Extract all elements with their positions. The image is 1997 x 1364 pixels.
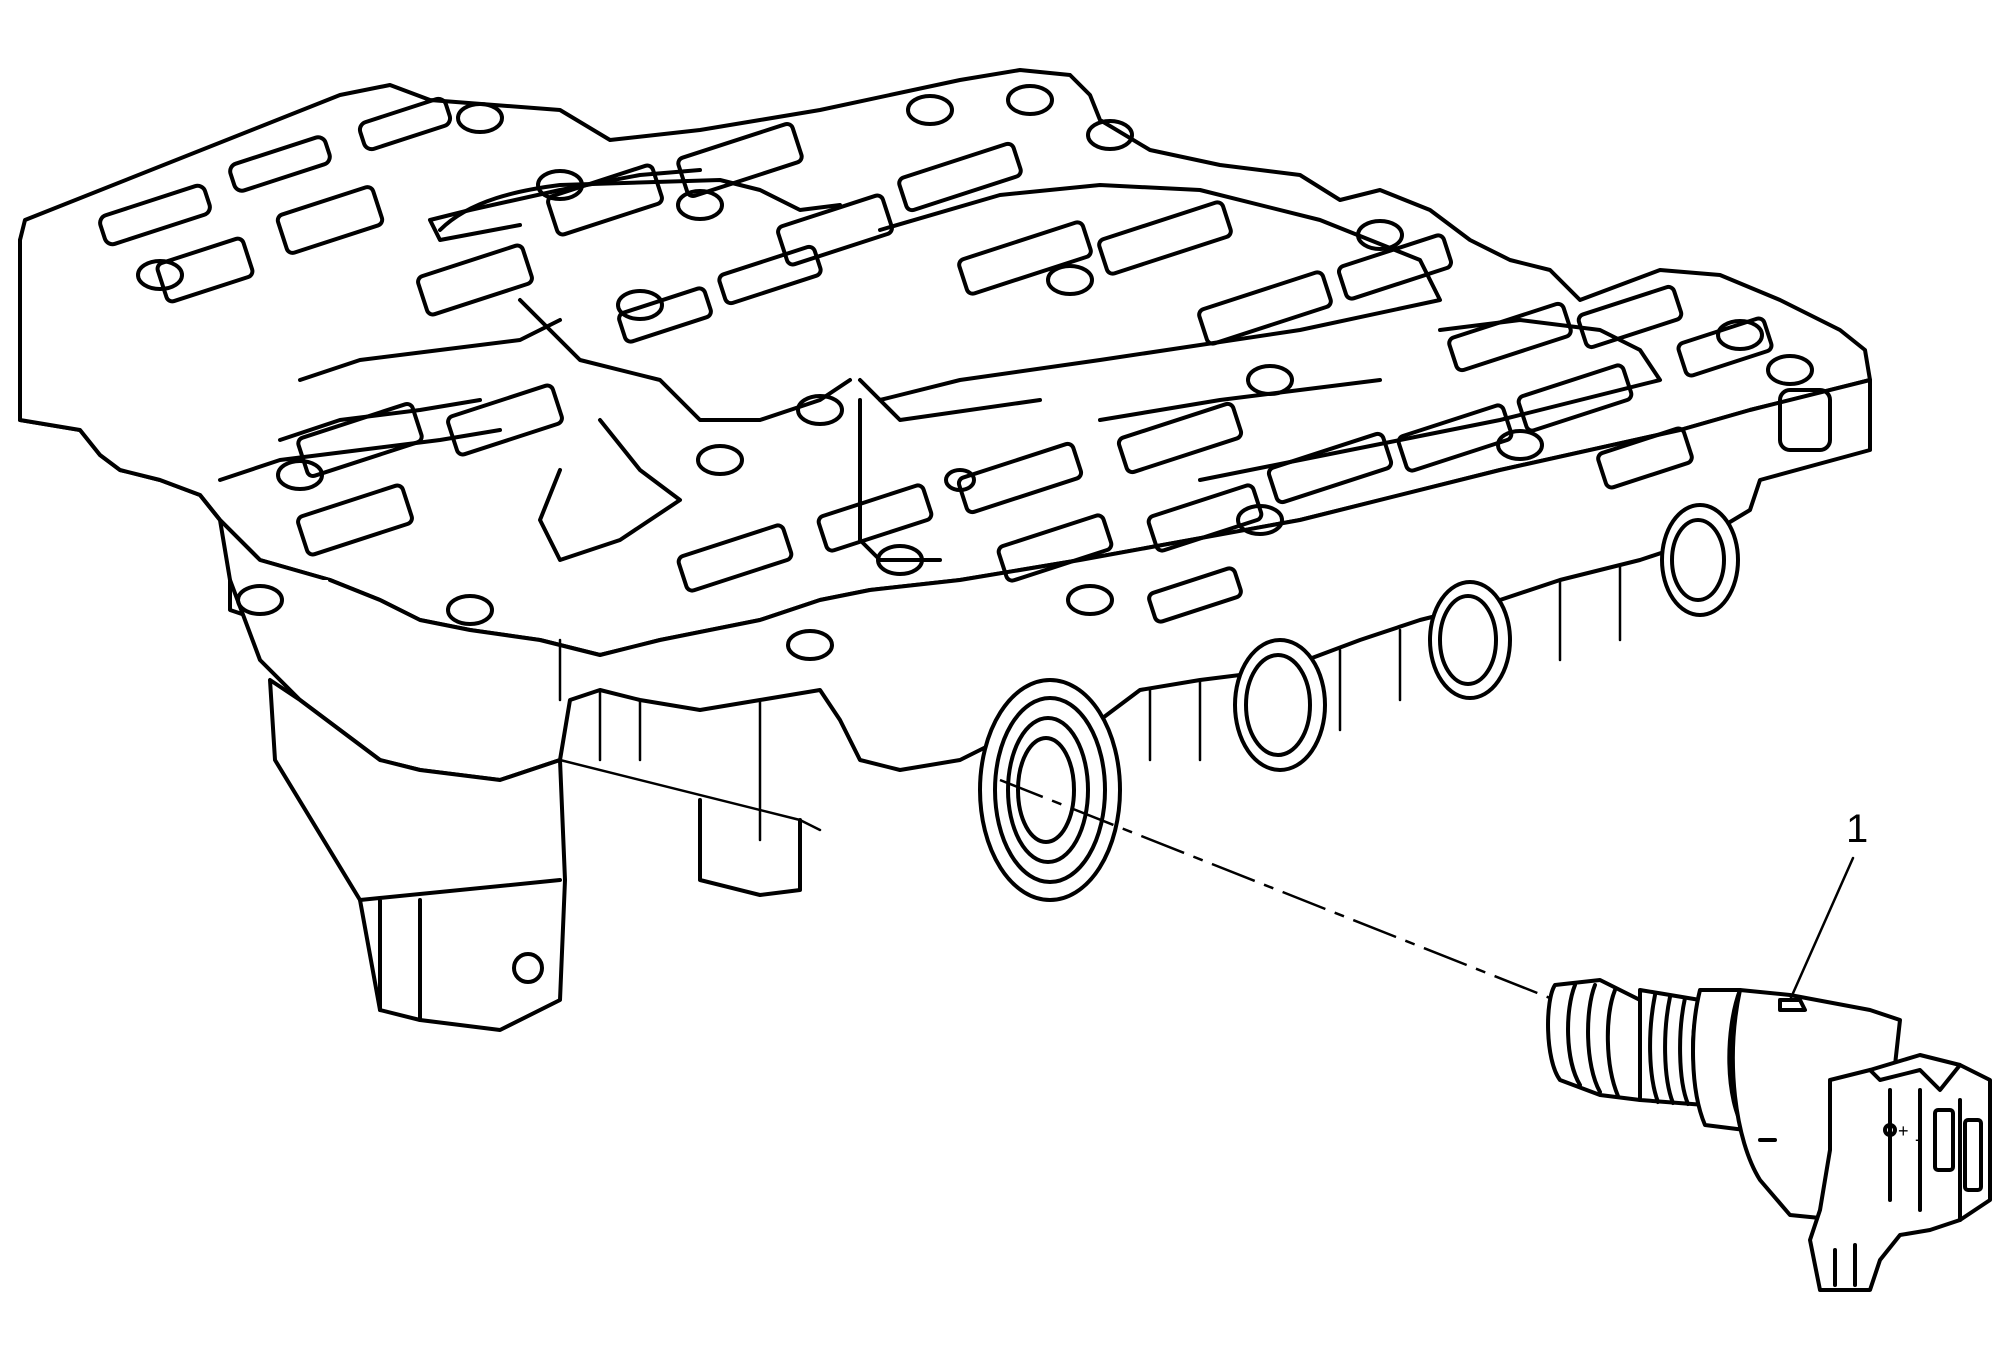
shift-solenoid: + -	[1546, 978, 1992, 1292]
valve-body-channels	[218, 168, 1662, 562]
connector-minus-mark: -	[1915, 1129, 1921, 1149]
bracket-ribs	[358, 878, 562, 1022]
connector-terminal-dot	[1883, 1123, 1897, 1137]
side-bore-1	[1233, 638, 1327, 772]
side-bore-2	[1428, 580, 1512, 700]
side-bore-3	[1660, 503, 1740, 617]
lower-tab	[698, 798, 802, 897]
callout-1: 1	[1788, 807, 1868, 1002]
valve-body-bolt-holes	[136, 84, 1814, 661]
explode-line	[999, 778, 1556, 1002]
callout-1-label: 1	[1846, 807, 1868, 851]
solenoid-connector	[1808, 1053, 1992, 1292]
valve-body-pockets	[98, 96, 1832, 624]
solenoid-bore	[978, 678, 1122, 902]
bracket-hole	[512, 952, 544, 984]
valve-body	[18, 68, 1872, 1032]
valve-body-front-ribs	[558, 563, 1622, 842]
valve-body-lower-bracket	[268, 678, 567, 1032]
callout-1-leader	[1788, 856, 1855, 1002]
connector-plus-mark: +	[1898, 1121, 1909, 1141]
